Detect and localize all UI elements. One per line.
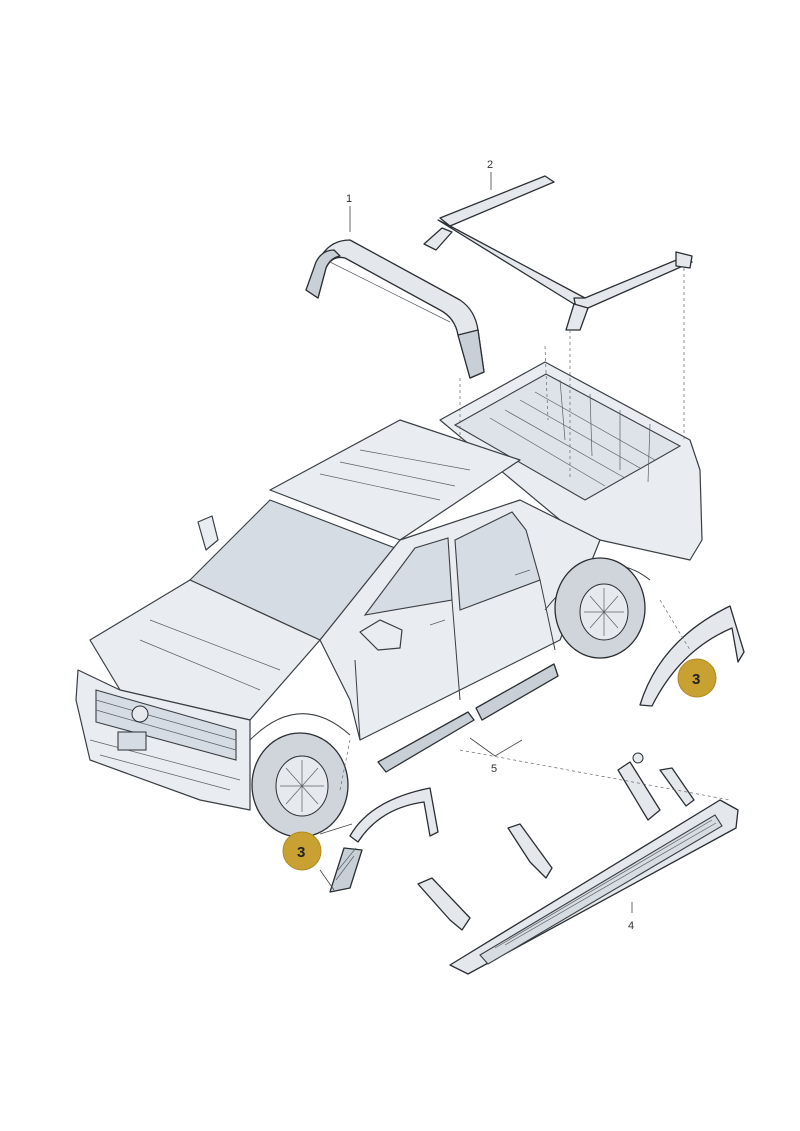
callout-2: 2 xyxy=(487,159,493,171)
part-2-load-frame xyxy=(423,175,693,331)
badge-3-front: 3 xyxy=(282,831,322,871)
svg-text:3: 3 xyxy=(297,844,305,861)
callout-5: 5 xyxy=(491,763,497,775)
badge-3-rear: 3 xyxy=(677,658,717,698)
callout-1: 1 xyxy=(346,193,352,205)
callout-4: 4 xyxy=(628,920,634,932)
part-1-sport-bar xyxy=(305,239,485,379)
running-board-brackets xyxy=(417,752,695,931)
assembly-leader-lines xyxy=(339,268,731,801)
part-5-side-trims xyxy=(377,663,559,773)
svg-text:3: 3 xyxy=(692,671,700,688)
callout-leaders xyxy=(319,172,633,913)
part-4-running-board xyxy=(449,799,739,975)
part-3-front-arch-flare xyxy=(329,787,439,893)
pickup-truck xyxy=(75,361,703,838)
part-3-rear-arch-flare xyxy=(639,605,745,707)
